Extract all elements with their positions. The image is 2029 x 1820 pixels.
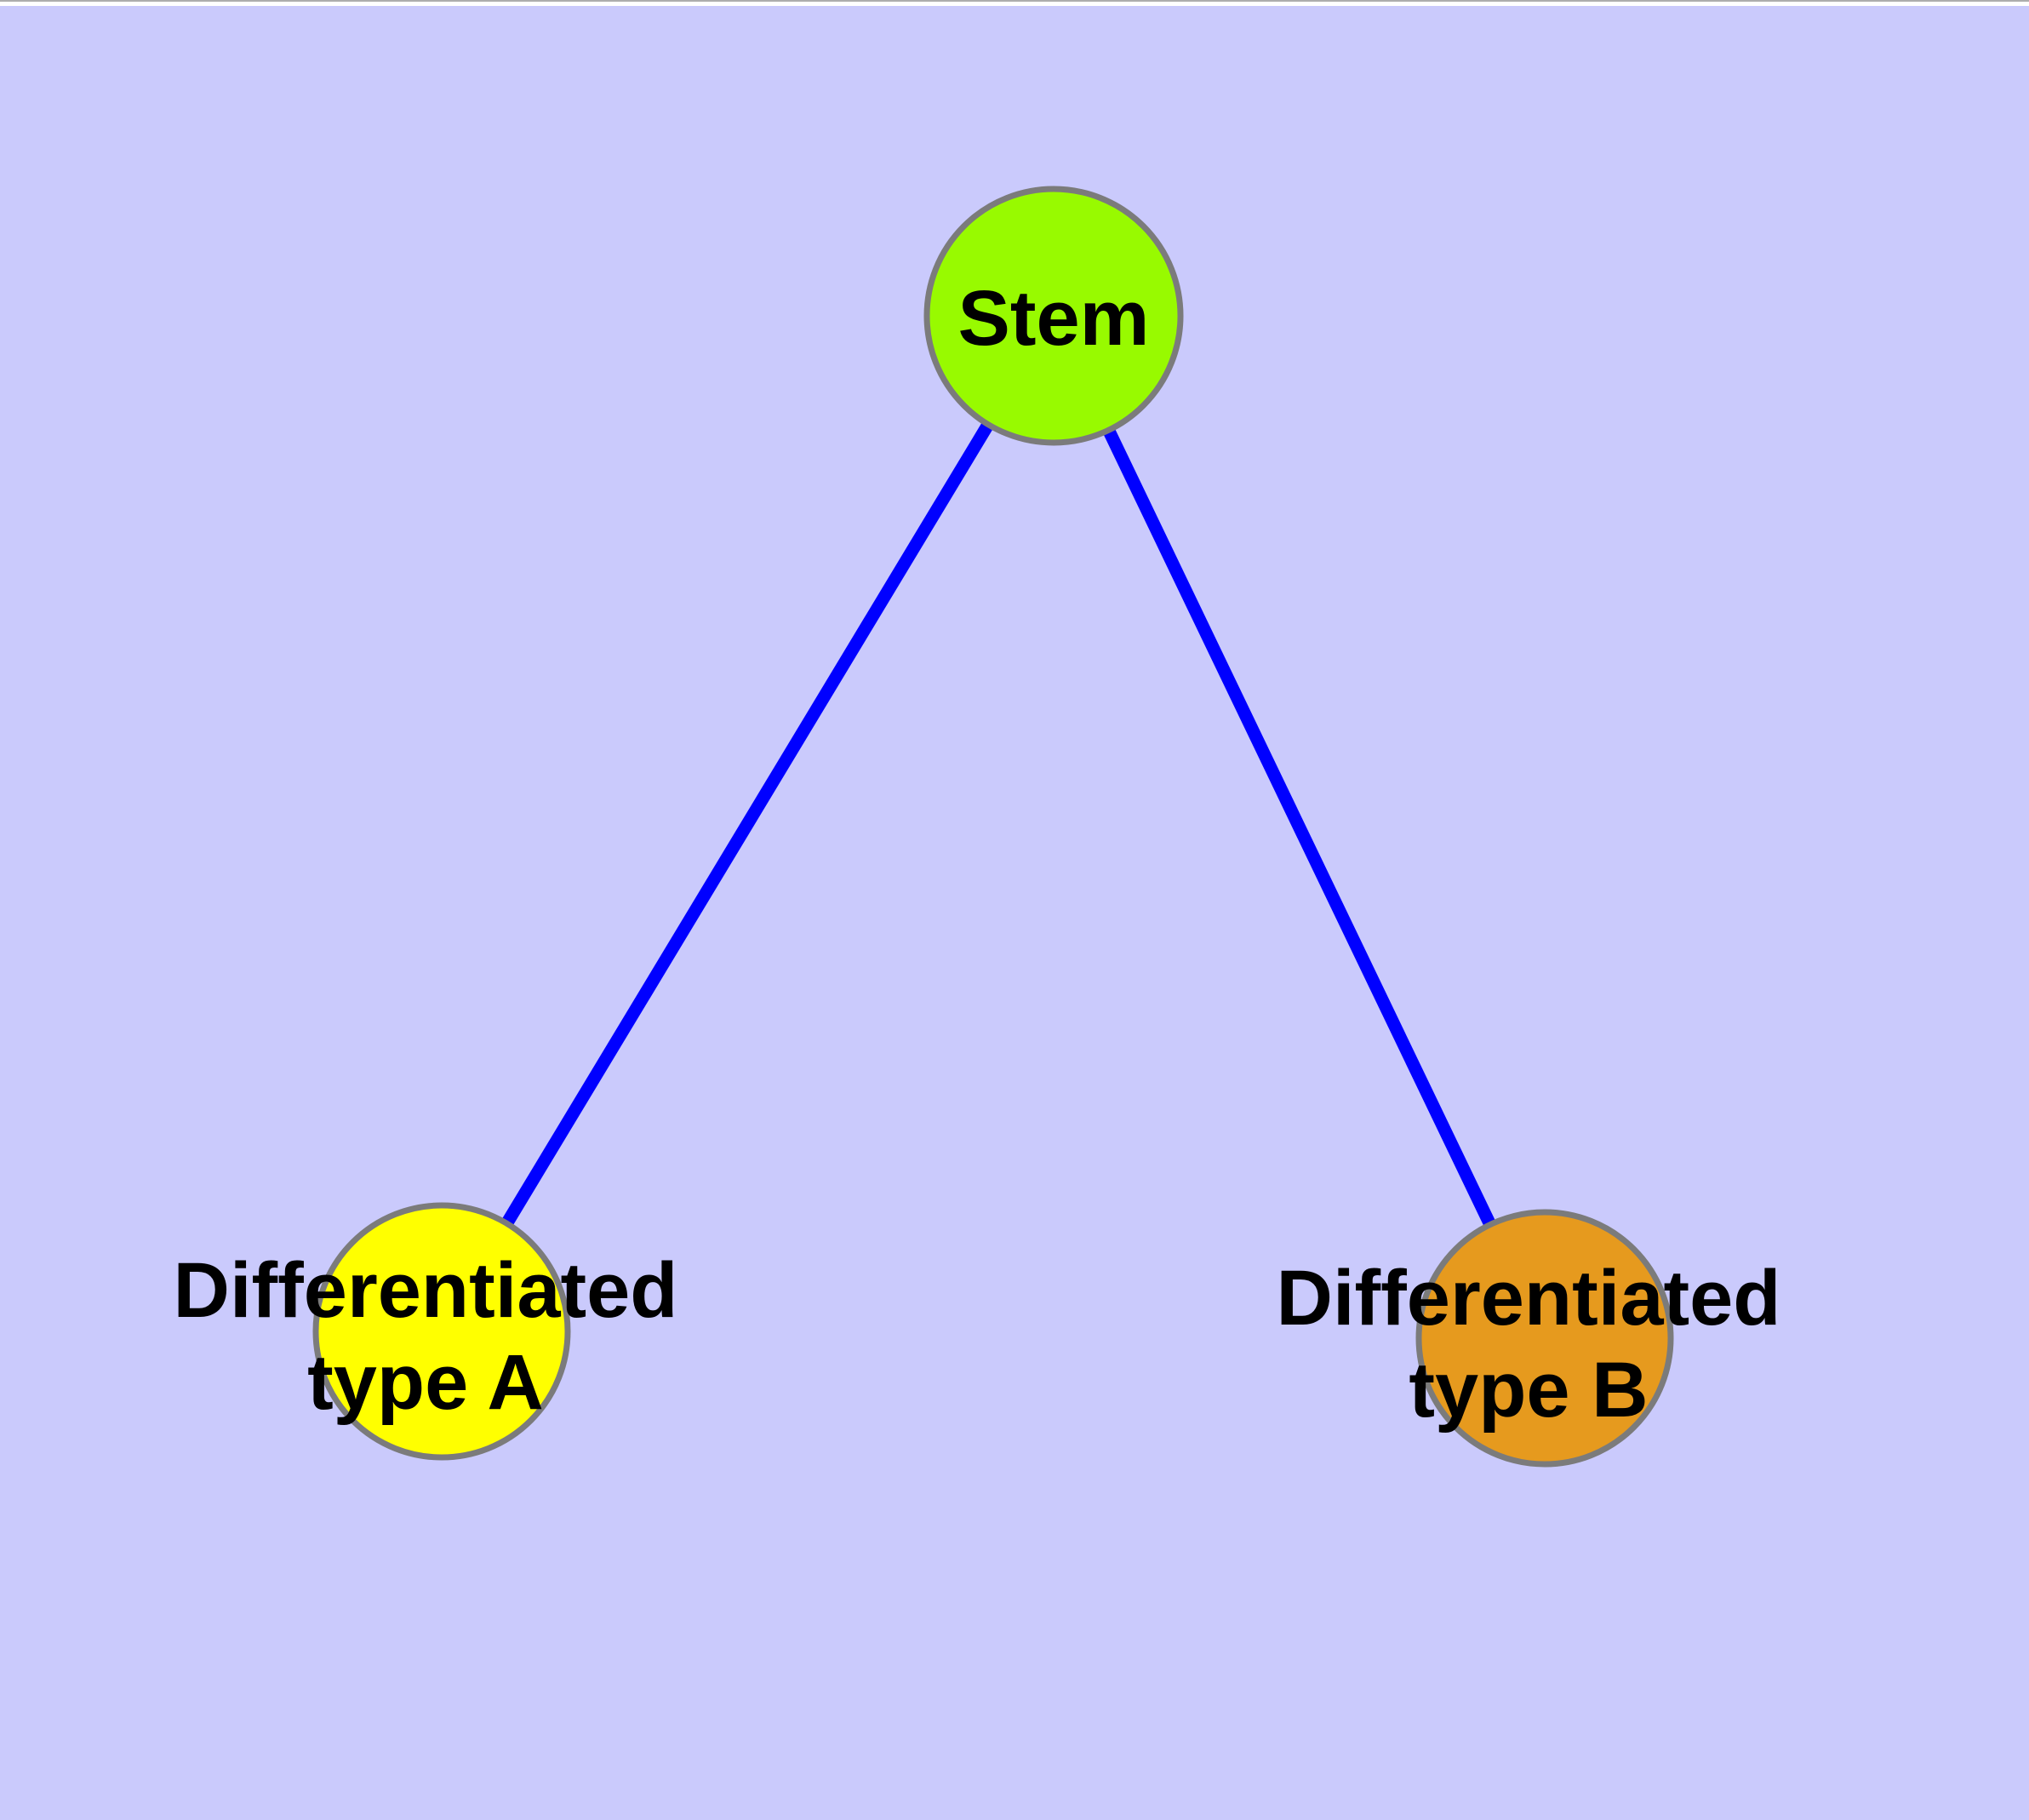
edge-stem-to-type-a bbox=[436, 312, 1060, 1335]
node-type-b-label-line1: Differentiated bbox=[1277, 1255, 1781, 1342]
top-hairline bbox=[0, 0, 2029, 2]
node-stem[interactable]: Stem bbox=[923, 186, 1184, 446]
node-type-b-circle[interactable] bbox=[1415, 1209, 1674, 1468]
node-type-a-label-line2: type A bbox=[307, 1339, 544, 1426]
node-stem-circle[interactable] bbox=[923, 186, 1184, 446]
node-type-b-label-line2: type B bbox=[1409, 1347, 1648, 1434]
top-white-strip bbox=[0, 2, 2029, 6]
node-type-a-label-line1: Differentiated bbox=[174, 1247, 678, 1334]
node-differentiated-type-b[interactable]: Differentiated type B bbox=[1277, 1209, 1781, 1468]
node-type-a-circle[interactable] bbox=[312, 1202, 571, 1461]
node-stem-label: Stem bbox=[958, 275, 1150, 362]
node-differentiated-type-a[interactable]: Differentiated type A bbox=[174, 1202, 678, 1461]
edge-stem-to-type-b bbox=[1048, 312, 1551, 1342]
